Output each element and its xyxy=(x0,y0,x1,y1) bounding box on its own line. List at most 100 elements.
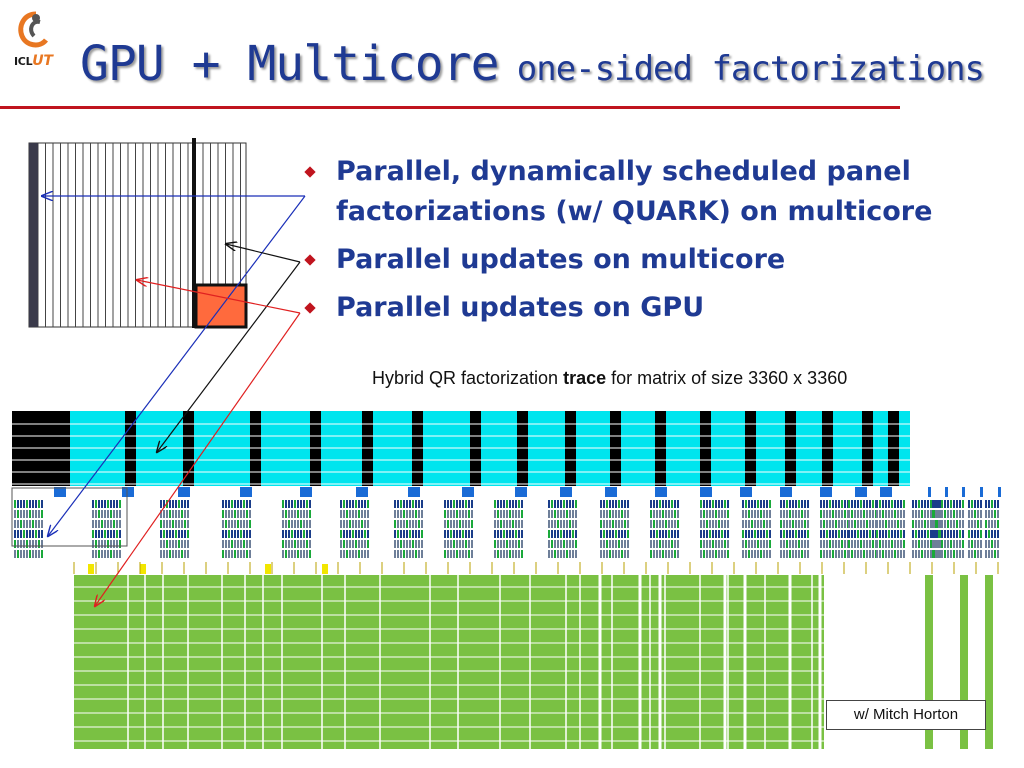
trace-sync-marker xyxy=(300,487,312,497)
trace-multicore-task xyxy=(306,550,308,558)
trace-multicore-task xyxy=(98,530,100,538)
trace-multicore-task xyxy=(282,550,284,558)
trace-multicore-task xyxy=(119,550,121,558)
trace-multicore-task xyxy=(724,510,726,518)
trace-multicore-task xyxy=(231,540,233,548)
trace-multicore-task xyxy=(820,550,822,558)
trace-multicore-task xyxy=(662,510,664,518)
trace-multicore-task xyxy=(20,520,22,528)
trace-multicore-task xyxy=(760,520,762,528)
trace-multicore-task xyxy=(935,550,937,558)
trace-multicore-task xyxy=(26,510,28,518)
trace-multicore-task xyxy=(569,500,571,508)
trace-multicore-task xyxy=(456,550,458,558)
trace-multicore-task xyxy=(715,530,717,538)
trace-multicore-task xyxy=(994,550,996,558)
trace-multicore-task xyxy=(297,510,299,518)
trace-multicore-task xyxy=(231,510,233,518)
trace-multicore-task xyxy=(222,520,224,528)
trace-multicore-task xyxy=(346,500,348,508)
trace-multicore-task xyxy=(361,510,363,518)
trace-multicore-task xyxy=(282,520,284,528)
trace-multicore-task xyxy=(656,530,658,538)
trace-multicore-task xyxy=(609,520,611,528)
trace-multicore-task xyxy=(882,510,884,518)
trace-multicore-task xyxy=(23,510,25,518)
trace-multicore-task xyxy=(222,550,224,558)
trace-multicore-task xyxy=(783,510,785,518)
trace-multicore-task xyxy=(891,520,893,528)
bullet-item: Parallel updates on GPU xyxy=(302,288,1002,328)
trace-multicore-task xyxy=(754,540,756,548)
trace-multicore-task xyxy=(421,530,423,538)
arrow-multicore-to-matrix xyxy=(226,244,301,263)
trace-multicore-task xyxy=(959,530,961,538)
trace-multicore-task xyxy=(572,530,574,538)
trace-multicore-task xyxy=(863,500,865,508)
bullet-item: Parallel, dynamically scheduled panel fa… xyxy=(302,152,1002,232)
trace-multicore-task xyxy=(941,540,943,548)
trace-multicore-task xyxy=(551,540,553,548)
trace-multicore-task xyxy=(462,520,464,528)
trace-multicore-task xyxy=(930,500,932,508)
trace-multicore-task xyxy=(35,550,37,558)
trace-multicore-task xyxy=(900,500,902,508)
trace-multicore-task xyxy=(706,530,708,538)
trace-multicore-task xyxy=(35,510,37,518)
trace-multicore-task xyxy=(700,510,702,518)
trace-multicore-task xyxy=(95,540,97,548)
trace-update-marker xyxy=(322,564,328,574)
trace-multicore-task xyxy=(184,530,186,538)
trace-multicore-task xyxy=(754,510,756,518)
trace-multicore-task xyxy=(291,510,293,518)
trace-multicore-task xyxy=(703,550,705,558)
trace-multicore-task xyxy=(14,520,16,528)
trace-multicore-task xyxy=(985,530,987,538)
trace-multicore-task xyxy=(175,500,177,508)
trace-update-marker xyxy=(140,564,146,574)
trace-multicore-task xyxy=(288,550,290,558)
trace-multicore-task xyxy=(832,530,834,538)
trace-multicore-task xyxy=(795,520,797,528)
trace-multicore-task xyxy=(29,540,31,548)
trace-multicore-task xyxy=(863,510,865,518)
trace-multicore-task xyxy=(107,520,109,528)
trace-multicore-task xyxy=(832,540,834,548)
trace-multicore-task xyxy=(974,540,976,548)
trace-multicore-task xyxy=(415,510,417,518)
trace-multicore-task xyxy=(32,540,34,548)
trace-multicore-task xyxy=(160,530,162,538)
trace-multicore-task xyxy=(938,540,940,548)
arrow-gpu-to-matrix xyxy=(137,280,301,314)
trace-multicore-task xyxy=(468,520,470,528)
trace-multicore-task xyxy=(823,500,825,508)
trace-multicore-task xyxy=(754,530,756,538)
trace-multicore-task xyxy=(291,550,293,558)
trace-multicore-task xyxy=(471,500,473,508)
trace-multicore-task xyxy=(980,500,982,508)
trace-multicore-task xyxy=(409,540,411,548)
trace-multicore-task xyxy=(178,520,180,528)
trace-multicore-task xyxy=(349,510,351,518)
trace-multicore-task xyxy=(447,510,449,518)
trace-multicore-task xyxy=(944,550,946,558)
trace-multicore-task xyxy=(104,530,106,538)
trace-multicore-task xyxy=(712,540,714,548)
trace-multicore-task xyxy=(745,540,747,548)
trace-multicore-task xyxy=(921,550,923,558)
trace-update-marker xyxy=(88,564,94,574)
title-sub: one-sided factorizations xyxy=(516,49,985,89)
trace-multicore-task xyxy=(804,550,806,558)
trace-multicore-task xyxy=(760,550,762,558)
trace-multicore-task xyxy=(563,510,565,518)
trace-multicore-task xyxy=(98,510,100,518)
trace-multicore-task xyxy=(921,500,923,508)
trace-multicore-task xyxy=(715,540,717,548)
trace-multicore-task xyxy=(618,550,620,558)
trace-multicore-task xyxy=(912,530,914,538)
trace-multicore-task xyxy=(838,530,840,538)
trace-multicore-task xyxy=(618,520,620,528)
trace-multicore-task xyxy=(521,500,523,508)
trace-multicore-task xyxy=(509,540,511,548)
trace-multicore-task xyxy=(92,510,94,518)
